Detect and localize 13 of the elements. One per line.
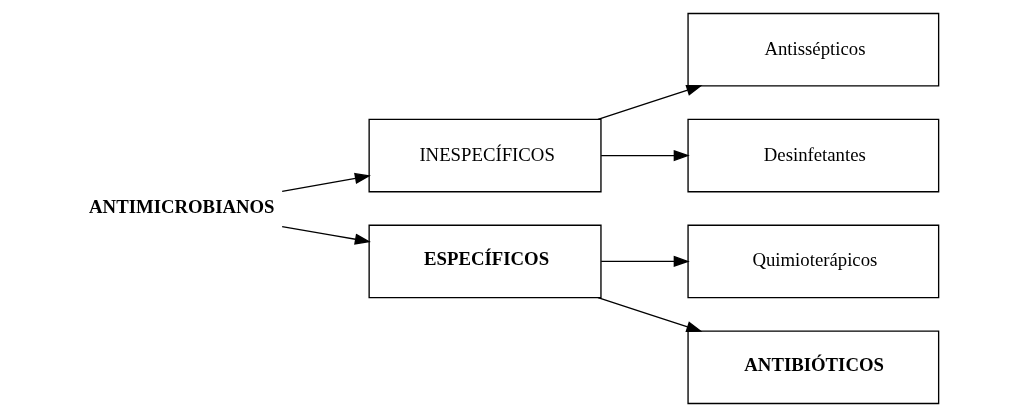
node-box: ANTIBIÓTICOS: [686, 330, 939, 405]
arrow: [281, 172, 371, 192]
arrow: [600, 255, 690, 268]
arrow: [596, 84, 702, 120]
arrow: [600, 149, 690, 162]
node-text: ANTIMICROBIANOS: [88, 195, 275, 217]
arrow: [596, 297, 702, 333]
node-box: Quimioterápicos: [686, 224, 939, 299]
arrow: [281, 225, 371, 245]
node-box: INESPECÍFICOS: [367, 118, 602, 193]
node-box: Antissépticos: [686, 12, 939, 87]
node-box: Desinfetantes: [686, 118, 939, 193]
node-box: ESPECÍFICOS: [367, 224, 602, 299]
